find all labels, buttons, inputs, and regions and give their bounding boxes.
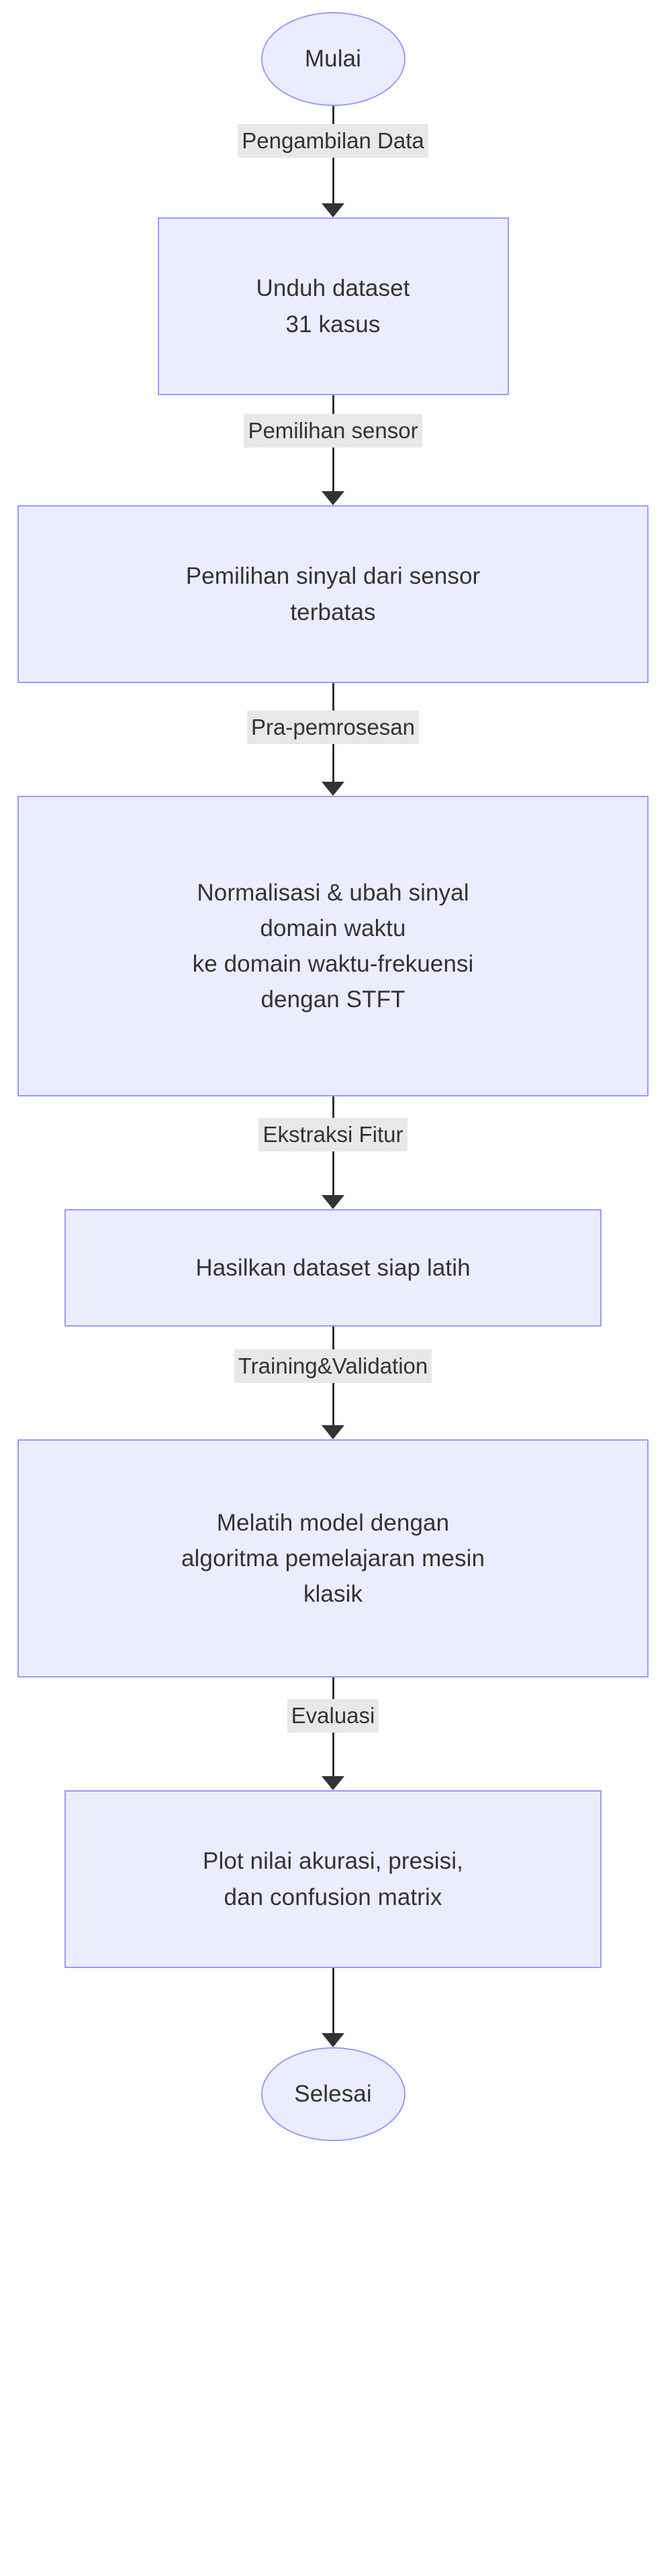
edge-line	[332, 1968, 334, 2038]
arrowhead-icon	[322, 2033, 344, 2047]
edge-label-pemilihan-sensor: Pemilihan sensor	[244, 413, 422, 448]
node-train-line-3: klasik	[303, 1581, 363, 1608]
edge-ready-to-train: Training&Validation	[0, 1327, 666, 1439]
node-stft-line-4: dengan STFT	[260, 986, 406, 1013]
edge-label-ekstraksi-fitur: Ekstraksi Fitur	[258, 1117, 408, 1152]
node-sensor-line-2: terbatas	[290, 599, 376, 625]
node-plot-results[interactable]: Plot nilai akurasi, presisi, dan confusi…	[64, 1790, 602, 1968]
node-end[interactable]: Selesai	[260, 2047, 406, 2141]
edge-label-pra-pemrosesan: Pra-pemrosesan	[247, 710, 419, 745]
edge-label-training-validation: Training&Validation	[234, 1349, 432, 1384]
arrowhead-icon	[322, 1195, 344, 1209]
node-train-model[interactable]: Melatih model dengan algoritma pemelajar…	[17, 1439, 649, 1678]
edge-start-to-download: Pengambilan Data	[0, 106, 666, 217]
node-stft-line-1: Normalisasi & ubah sinyal	[197, 879, 469, 906]
edge-download-to-sensor: Pemilihan sensor	[0, 395, 666, 505]
arrowhead-icon	[322, 1425, 344, 1439]
node-ready-line-1: Hasilkan dataset siap latih	[195, 1254, 471, 1281]
edge-stft-to-ready: Ekstraksi Fitur	[0, 1096, 666, 1209]
node-download-line-2: 31 kasus	[285, 311, 381, 338]
edge-label-pengambilan-data: Pengambilan Data	[238, 123, 428, 158]
node-download-dataset[interactable]: Unduh dataset 31 kasus	[157, 217, 509, 395]
edge-label-evaluasi: Evaluasi	[287, 1698, 379, 1733]
arrowhead-icon	[322, 203, 344, 217]
node-train-line-1: Melatih model dengan	[216, 1509, 450, 1536]
node-sensor-line-1: Pemilihan sinyal dari sensor	[185, 563, 481, 590]
node-plot-line-2: dan confusion matrix	[224, 1884, 442, 1910]
node-end-label: Selesai	[294, 2081, 372, 2108]
node-download-line-1: Unduh dataset	[256, 275, 410, 302]
node-plot-line-1: Plot nilai akurasi, presisi,	[203, 1848, 463, 1875]
node-stft-line-2: domain waktu	[260, 915, 406, 941]
node-sensor-selection[interactable]: Pemilihan sinyal dari sensor terbatas	[17, 505, 649, 683]
arrowhead-icon	[322, 782, 344, 796]
edge-sensor-to-stft: Pra-pemrosesan	[0, 683, 666, 796]
node-stft-line-3: ke domain waktu-frekuensi	[192, 951, 474, 977]
arrowhead-icon	[322, 491, 344, 505]
node-normalisasi-stft[interactable]: Normalisasi & ubah sinyal domain waktu k…	[17, 796, 649, 1096]
node-start-label: Mulai	[304, 46, 362, 72]
edge-plot-to-end	[0, 1968, 666, 2047]
arrowhead-icon	[322, 1776, 344, 1790]
node-train-line-2: algoritma pemelajaran mesin	[181, 1545, 485, 1572]
node-dataset-ready[interactable]: Hasilkan dataset siap latih	[64, 1209, 602, 1327]
edge-train-to-plot: Evaluasi	[0, 1678, 666, 1790]
node-start[interactable]: Mulai	[260, 12, 406, 106]
